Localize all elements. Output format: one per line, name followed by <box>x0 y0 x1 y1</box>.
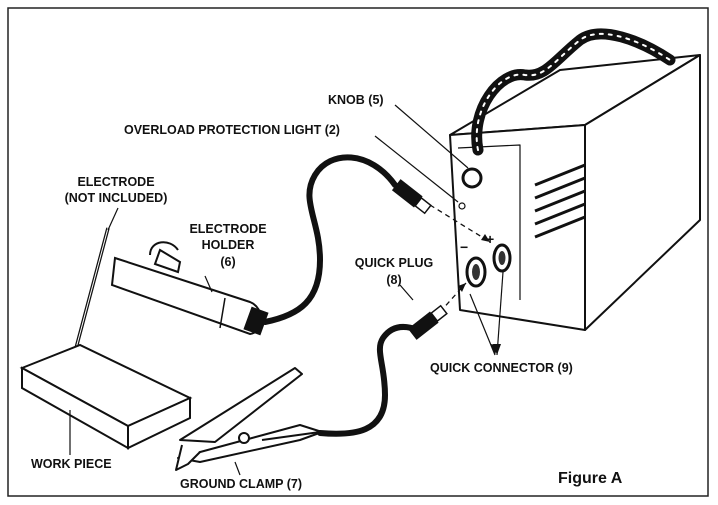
work-piece <box>19 343 193 450</box>
label-holder-line1: ELECTRODE <box>189 222 266 236</box>
label-electrode: ELECTRODE <box>77 175 154 189</box>
label-holder-line3: (6) <box>220 255 235 269</box>
ground-clamp <box>175 367 323 471</box>
figure-caption: Figure A <box>558 470 623 487</box>
electrode-rod <box>73 227 110 353</box>
label-electrode-not-included: (NOT INCLUDED) <box>65 191 168 205</box>
knob-icon <box>461 167 483 189</box>
plus-symbol: + <box>486 231 494 247</box>
label-ground-clamp: GROUND CLAMP (7) <box>180 477 302 491</box>
figure-border <box>7 7 709 497</box>
leader-lines <box>69 104 504 476</box>
quick-plug-upper <box>391 179 432 215</box>
electrode-holder <box>110 241 269 336</box>
label-holder-line2: HOLDER <box>202 238 255 252</box>
electrode-cable <box>262 154 398 325</box>
label-knob: KNOB (5) <box>328 93 384 107</box>
ground-cable <box>317 323 421 437</box>
label-overload-light: OVERLOAD PROTECTION LIGHT (2) <box>124 123 340 137</box>
plug-insert-arrow-upper <box>429 204 491 243</box>
label-quick-plug-number: (8) <box>386 273 401 287</box>
minus-symbol: − <box>460 239 468 255</box>
quick-plug-lower <box>407 304 448 340</box>
label-work-piece: WORK PIECE <box>31 457 112 471</box>
plug-insert-arrow-lower <box>439 282 467 313</box>
label-quick-connector: QUICK CONNECTOR (9) <box>430 361 573 375</box>
overload-light-icon <box>458 202 466 210</box>
label-quick-plug: QUICK PLUG <box>355 256 433 270</box>
